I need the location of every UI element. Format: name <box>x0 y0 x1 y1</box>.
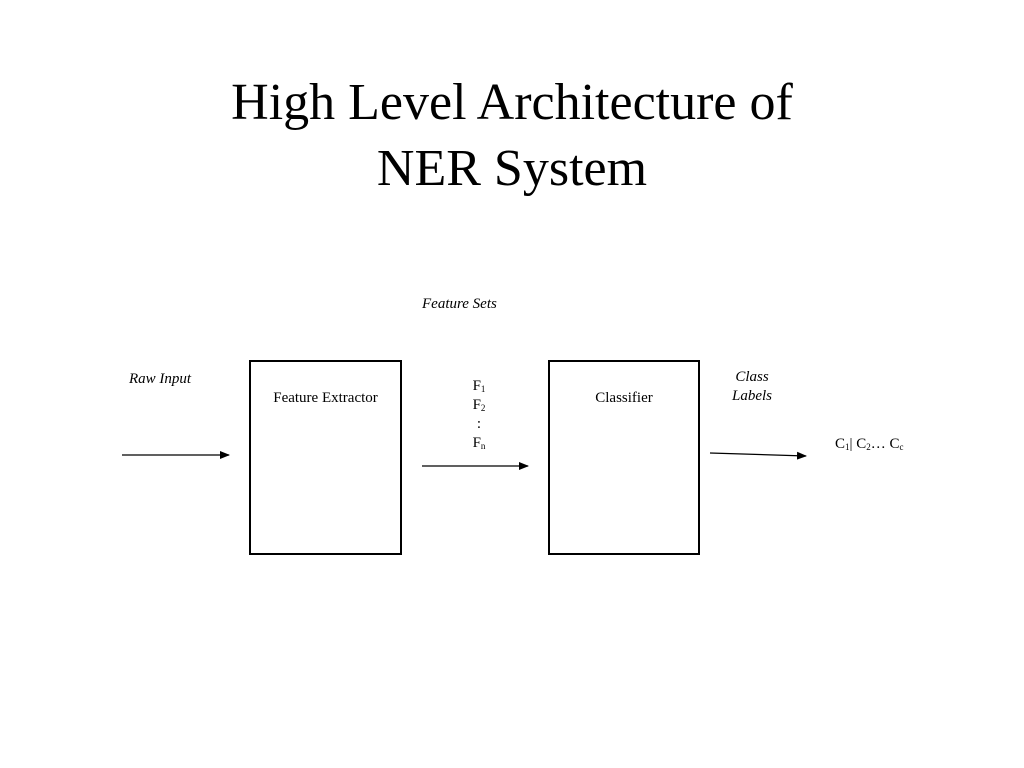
feature-extractor-label: Feature Extractor <box>273 390 378 406</box>
feature-f1: F1 <box>458 377 500 396</box>
class-c1-base: C <box>835 436 846 452</box>
feature-list: F1 F2 : Fn <box>458 377 500 453</box>
class-labels-line-2: Labels <box>731 388 772 404</box>
class-labels-line-1: Class <box>735 369 769 385</box>
class-sep: | C <box>849 436 867 452</box>
feature-f2: F2 <box>458 396 500 415</box>
feature-f2-sub: 2 <box>480 403 486 413</box>
class-labels-arrow <box>709 451 807 460</box>
classifier-label: Classifier <box>595 390 653 406</box>
class-output-list: C1| C2… Cc <box>835 435 904 454</box>
class-cc-sub: c <box>899 442 904 452</box>
feature-fn-base: F <box>472 435 481 451</box>
title-line-1: High Level Architecture of <box>231 74 793 131</box>
feature-fn: Fn <box>458 434 500 453</box>
raw-input-label: Raw Input <box>129 371 192 387</box>
page-title: High Level Architecture of NER System <box>0 70 1024 202</box>
class-mid: … C <box>870 436 900 452</box>
feature-ellipsis: : <box>476 416 482 432</box>
feature-fn-sub: n <box>480 441 486 451</box>
class-c1-sub: 1 <box>845 442 850 452</box>
class-labels-label: Class Labels <box>712 368 792 406</box>
class-c2-sub: 2 <box>866 442 871 452</box>
title-line-2: NER System <box>376 140 648 197</box>
classifier-box: Classifier <box>548 360 700 555</box>
feature-f2-base: F <box>472 397 481 413</box>
feature-extractor-box: Feature Extractor <box>249 360 402 555</box>
feature-sets-label: Feature Sets <box>422 296 497 312</box>
feature-f1-sub: 1 <box>480 384 486 394</box>
feature-f1-base: F <box>472 378 481 394</box>
